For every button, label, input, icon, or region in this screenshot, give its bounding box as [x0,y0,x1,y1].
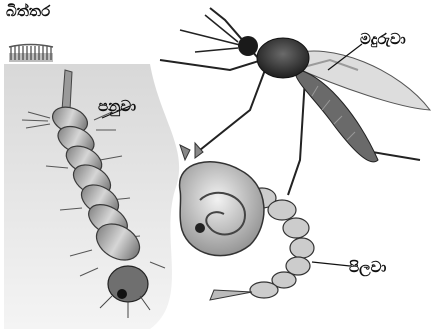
label-adult: මදුරුවා [360,30,406,48]
label-pupa: පිලවා [349,258,386,276]
label-larva: පනුවා [98,97,136,115]
label-eggs: බිත්තර [6,2,50,20]
pupa [180,143,314,300]
egg-raft [9,45,53,63]
